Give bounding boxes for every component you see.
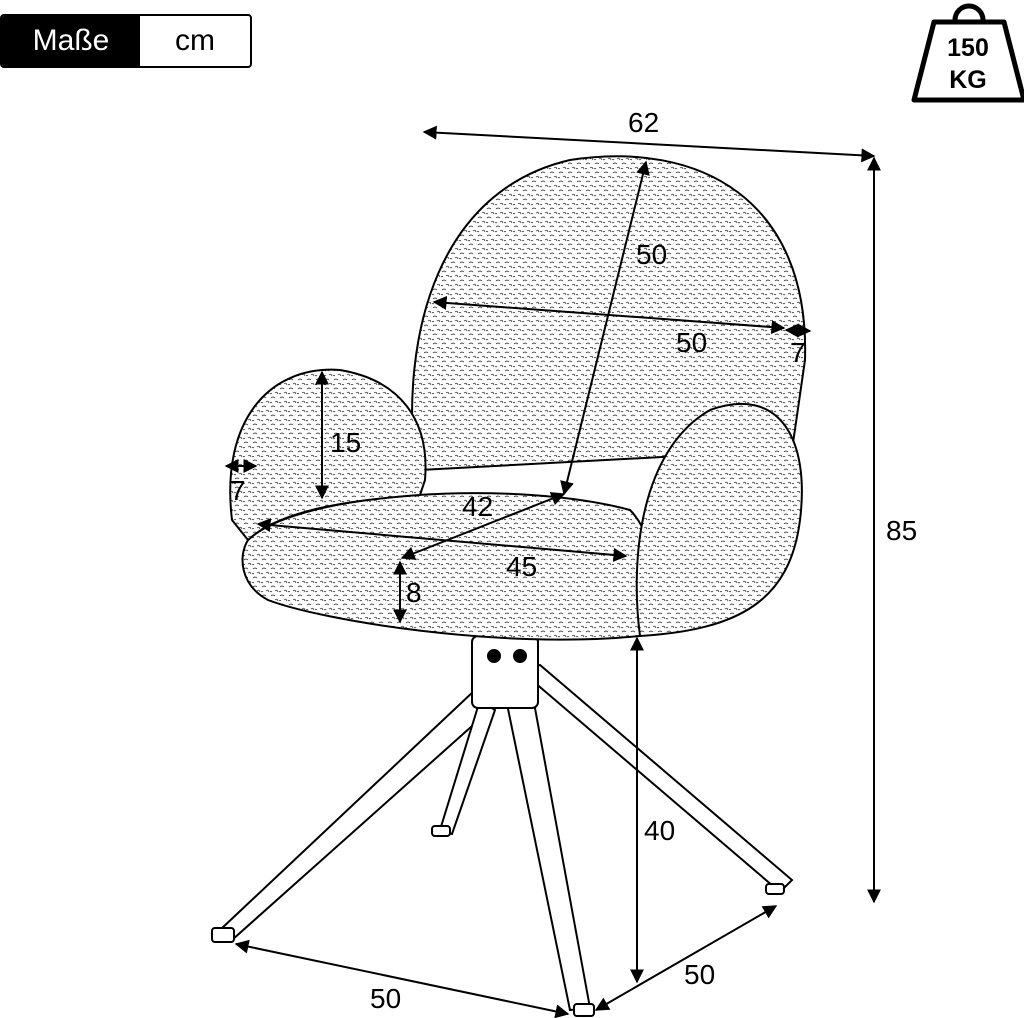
dim-seat-width: 45 xyxy=(506,551,537,582)
dim-line-overall-width xyxy=(422,125,876,163)
dim-line-base-front xyxy=(234,939,570,1018)
dim-base-side: 50 xyxy=(684,959,715,990)
dim-overall-width: 62 xyxy=(628,107,659,138)
weight-line2: KG xyxy=(949,66,987,94)
chair-illustration xyxy=(211,155,807,1017)
dim-armrest-height: 15 xyxy=(330,427,361,458)
weight-capacity-icon: 150 KG xyxy=(911,3,1024,103)
dim-backrest-height: 50 xyxy=(636,239,667,270)
dim-overall-height: 85 xyxy=(886,515,917,546)
chair-legs xyxy=(211,663,794,1017)
right-armrest xyxy=(635,403,803,638)
swivel-mechanism xyxy=(471,635,539,709)
dim-armrest-thickness: 7 xyxy=(230,475,246,506)
dimension-lines xyxy=(224,125,881,1018)
units-value: cm xyxy=(175,24,215,57)
seat-cushion xyxy=(241,492,655,641)
dim-backrest-width: 50 xyxy=(676,327,707,358)
dim-seat-height: 40 xyxy=(644,815,675,846)
units-badge: Maße cm xyxy=(0,14,252,68)
dim-line-backrest-width xyxy=(432,295,786,335)
dim-line-seat-width xyxy=(256,518,628,562)
dim-base-front: 50 xyxy=(370,983,401,1014)
dim-line-base-side xyxy=(594,905,778,1011)
dim-seat-depth: 42 xyxy=(462,491,493,522)
dim-seat-cushion-thickness: 8 xyxy=(406,577,422,608)
dim-line-backrest-thickness xyxy=(784,323,812,338)
units-label: Maße xyxy=(2,16,140,66)
dim-backrest-thickness: 7 xyxy=(790,337,806,368)
weight-line1: 150 xyxy=(947,34,989,62)
dimension-labels: 62 85 50 50 7 15 7 42 45 8 40 50 50 xyxy=(230,107,917,1014)
